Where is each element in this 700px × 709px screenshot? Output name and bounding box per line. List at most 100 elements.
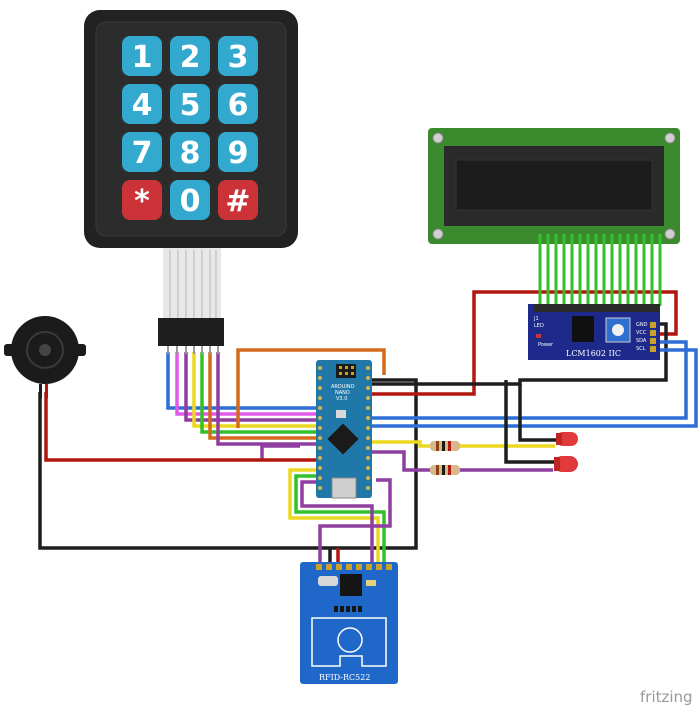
- keypad-connector-pins: [167, 346, 219, 354]
- keypad-key-face: [170, 84, 210, 124]
- keypad-key: 3: [218, 36, 258, 76]
- keypad-key-label: #: [225, 184, 250, 219]
- keypad-key: 9: [218, 132, 258, 172]
- nano-pins-right: [366, 366, 370, 490]
- lcd-display: J1 LED Power GND VCC SDA SCL LCM1602 IIC: [428, 128, 680, 360]
- keypad-connector: [158, 318, 224, 346]
- lcd-screw-tr: [664, 132, 676, 144]
- lcd-pins: [538, 234, 662, 306]
- wires: [38, 290, 698, 562]
- wire-yellow-keypad: [192, 352, 325, 428]
- rfid-pin-header: [316, 564, 392, 570]
- keypad-key: 8: [170, 132, 210, 172]
- keypad-key-face: [122, 36, 162, 76]
- lcd-i2c-chip: [572, 316, 594, 342]
- lcd-jumper-label: J1: [533, 316, 539, 322]
- wire-purple-rfid-2: [318, 478, 392, 562]
- wire-black-buzzer: [38, 378, 418, 550]
- keypad-key: #: [218, 180, 258, 220]
- lcd-pin-gnd: GND: [636, 322, 648, 328]
- keypad-key-label: 7: [132, 136, 153, 171]
- wire-yellow-led: [372, 440, 555, 448]
- buzzer-hole: [39, 344, 51, 356]
- rfid-module: RFID-RC522: [300, 562, 398, 684]
- lcd-screw-tl: [432, 132, 444, 144]
- lcd-screw-br: [664, 228, 676, 240]
- wire-orange-loop: [236, 348, 386, 428]
- keypad-key-face: [218, 132, 258, 172]
- keypad-key-label: *: [134, 184, 150, 219]
- led-red-2: [554, 456, 578, 472]
- rfid-label: RFID-RC522: [319, 673, 370, 682]
- arduino-nano: ARDUINO NANO V3.0: [316, 360, 372, 499]
- keypad-key-face: [122, 132, 162, 172]
- nano-label-1: ARDUINO: [331, 384, 355, 390]
- wire-blue-scl: [372, 348, 698, 428]
- keypad-key: *: [122, 180, 162, 220]
- buzzer: [4, 316, 86, 398]
- keypad-key: 6: [218, 84, 258, 124]
- wire-purple-led: [372, 450, 553, 472]
- lcd-pin-labels: GND VCC SDA SCL: [636, 322, 648, 352]
- keypad-key-face: [170, 180, 210, 220]
- rfid-cap: [366, 580, 376, 586]
- rfid-smd-row: [334, 606, 362, 612]
- nano-reset-button: [336, 410, 346, 418]
- nano-label-3: V3.0: [336, 396, 347, 402]
- keypad-key-label: 2: [180, 40, 201, 75]
- lcd-module-label: LCM1602 IIC: [566, 349, 621, 358]
- lcd-screen: [455, 159, 653, 211]
- fritzing-logo: fritzing: [640, 688, 693, 706]
- keypad-key: 2: [170, 36, 210, 76]
- lcd-pin-scl: SCL: [636, 346, 646, 352]
- nano-usb: [331, 477, 357, 499]
- keypad-key-label: 6: [228, 88, 249, 123]
- wire-green-rfid: [294, 474, 386, 562]
- rfid-antenna: [311, 617, 387, 667]
- nano-pins-left: [318, 366, 322, 490]
- keypad-key-face: [218, 36, 258, 76]
- resistor-1: [430, 441, 460, 451]
- nano-label-2: NANO: [335, 390, 350, 396]
- lcd-pin-vcc: VCC: [636, 330, 647, 336]
- wire-blue-keypad: [166, 352, 325, 410]
- lcd-contrast-pot-knob: [612, 324, 624, 336]
- keypad-key-label: 8: [180, 136, 201, 171]
- wire-purple-loop: [260, 444, 300, 460]
- keypad-key-label: 1: [132, 40, 153, 75]
- rfid-pcb: [300, 562, 398, 684]
- nano-mcu: [327, 423, 359, 455]
- keypad-key: 1: [122, 36, 162, 76]
- resistor-2: [430, 465, 460, 475]
- keypad-ribbon: [163, 248, 221, 318]
- wire-orange-keypad: [208, 352, 325, 440]
- wire-green-keypad: [200, 352, 325, 434]
- keypad-key-face: [170, 36, 210, 76]
- wire-blue-sda: [372, 340, 688, 420]
- lcd-power-led: [536, 334, 541, 338]
- keypad-key-label: 4: [132, 88, 153, 123]
- wire-black-led-2: [518, 384, 558, 442]
- lcd-i2c-header: [534, 304, 660, 312]
- wire-pink-keypad: [175, 352, 325, 416]
- wire-black-led-1: [504, 380, 560, 464]
- wire-yellow-rfid: [288, 468, 380, 562]
- led-red-1: [556, 432, 578, 446]
- lcd-screw-bl: [432, 228, 444, 240]
- buzzer-leg-red: [45, 384, 48, 398]
- keypad-key-face: [122, 84, 162, 124]
- keypad-key-label: 5: [180, 88, 201, 123]
- wire-purple-keypad: [184, 352, 325, 422]
- rfid-crystal: [318, 576, 338, 586]
- keypad-key-face: [218, 84, 258, 124]
- lcd-led-label: LED: [534, 323, 544, 329]
- rfid-antenna-ring: [337, 627, 363, 653]
- keypad-key-label: 9: [228, 136, 249, 171]
- keypad-key-face: [170, 132, 210, 172]
- keypad-key-label: 0: [180, 184, 201, 219]
- buzzer-leg-black: [39, 384, 42, 398]
- wire-purple-keypad-2: [216, 352, 325, 446]
